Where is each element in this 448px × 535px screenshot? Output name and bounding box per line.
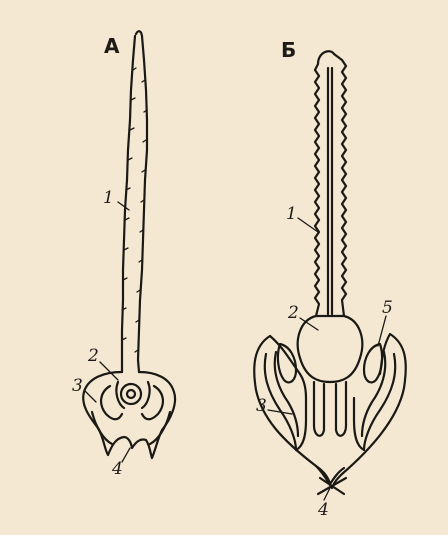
panel-b-inner-sheath-right [354, 352, 395, 450]
panel-a-shaft [122, 31, 147, 372]
panel-a-label-3: 3 [72, 376, 83, 396]
panel-b-label-1: 1 [286, 204, 297, 224]
panel-b-inner-sheath-left [265, 352, 306, 450]
panel-b-label-4: 4 [317, 500, 329, 520]
panel-a-label-1: 1 [103, 188, 114, 208]
panel-a-papilla [121, 384, 141, 404]
panel-b-label-5: 5 [382, 298, 393, 318]
panel-a-leader-2 [100, 362, 118, 380]
panel-b-shaft-right [334, 54, 346, 316]
panel-b-label-2: 2 [287, 303, 299, 323]
panel-b-root-columns [314, 382, 346, 436]
panel-b-gland-right [364, 344, 382, 382]
panel-a-leader-3 [84, 390, 96, 402]
panel-a-papilla-core [127, 390, 135, 398]
panel-b-label-3: 3 [256, 396, 267, 416]
panel-a-label-2: 2 [87, 346, 99, 366]
panel-b-leader-5 [378, 316, 386, 346]
panel-a-title: А [104, 34, 120, 58]
panel-a-label-4: 4 [111, 459, 123, 479]
panel-b: Б 1 2 3 4 5 [254, 38, 406, 520]
panel-b-medulla [328, 68, 332, 314]
panel-a-bulb-inner [101, 382, 163, 419]
panel-a: А 1 2 3 4 [72, 31, 175, 479]
panel-a-leader-1 [118, 202, 129, 210]
panel-a-leader-4 [122, 448, 130, 462]
panel-b-title: Б [281, 38, 296, 62]
panel-b-papilla [298, 316, 363, 382]
